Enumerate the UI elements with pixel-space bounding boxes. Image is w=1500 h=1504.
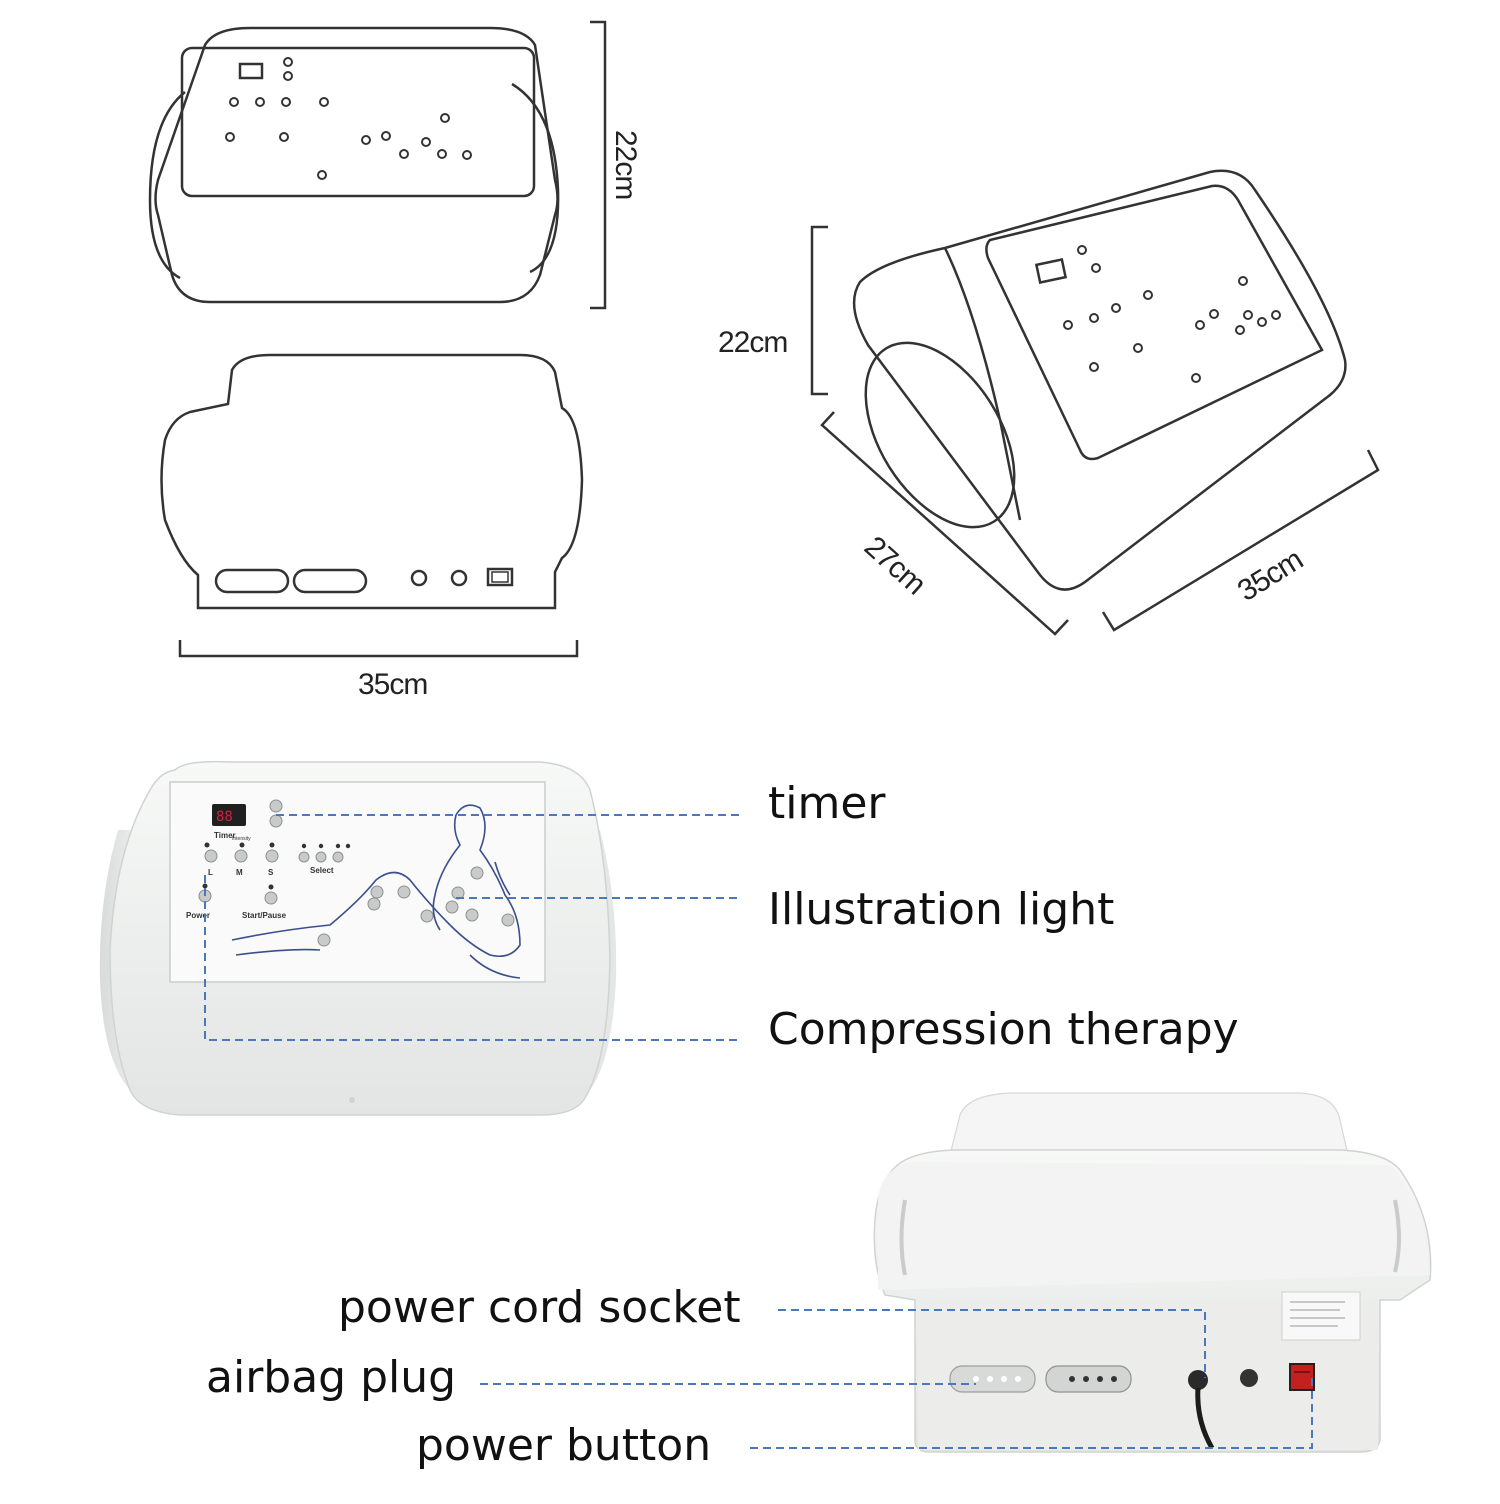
leader-power-cord-socket — [778, 1309, 1206, 1378]
front-view-drawing — [160, 353, 584, 610]
iso-view-drawing — [852, 169, 1347, 591]
front-view-knob-1 — [410, 569, 428, 587]
leader-compression-therapy — [204, 875, 742, 1041]
panel-label-l: L — [208, 868, 213, 877]
front-view-port-1 — [214, 568, 290, 594]
device-back-spec-label — [1281, 1291, 1361, 1341]
iso-depth-dimension-line — [820, 411, 1069, 636]
top-view-panel — [180, 46, 536, 198]
panel-label-m: M — [236, 868, 243, 877]
device-back-power-switch — [1289, 1363, 1315, 1391]
device-panel-buttons — [198, 799, 515, 947]
front-view-body-outline — [160, 353, 584, 610]
top-height-label: 22cm — [609, 130, 642, 200]
top-view-drawing — [148, 26, 560, 304]
panel-label-select: Select — [310, 866, 334, 875]
callout-power-cord-socket: power cord socket — [338, 1282, 741, 1333]
top-height-dimension-line — [590, 20, 607, 310]
panel-label-s: S — [268, 868, 274, 877]
callout-illustration-light: Illustration light — [768, 884, 1115, 935]
front-width-label: 35cm — [358, 668, 428, 701]
leader-power-button — [750, 1378, 1313, 1449]
svg-text:88: 88 — [216, 809, 233, 825]
device-back-upper-band — [878, 1162, 1430, 1290]
top-view-buttons — [225, 57, 472, 180]
panel-label-power: Power — [186, 911, 210, 920]
panel-label-timer: Timer — [214, 831, 236, 840]
iso-view-top-edge — [943, 247, 1022, 521]
front-photo-leaders — [204, 814, 742, 1041]
iso-view-display — [1034, 258, 1068, 284]
iso-view-body-outline — [852, 169, 1347, 591]
front-view-port-2 — [292, 568, 368, 594]
iso-view-buttons — [1063, 245, 1281, 383]
callout-power-button: power button — [416, 1420, 712, 1471]
device-panel-labels: Timer Intensity L M S Select Power Start… — [186, 831, 334, 920]
iso-width-dimension-line — [1101, 449, 1380, 632]
front-view-knob-2 — [450, 569, 468, 587]
callout-compression-therapy: Compression therapy — [768, 1004, 1239, 1055]
device-timer-display — [212, 804, 246, 826]
callout-airbag-plug: airbag plug — [206, 1352, 457, 1403]
front-width-dimension-line — [178, 640, 579, 658]
device-front-photo: 88 Timer Intensity L — [99, 760, 617, 1116]
iso-height-label: 22cm — [718, 326, 788, 359]
panel-label-start-pause: Start/Pause — [242, 911, 287, 920]
top-view-body-outline — [154, 26, 559, 304]
front-view-switch — [486, 567, 514, 587]
back-photo-leaders — [480, 1309, 1313, 1449]
callout-timer: timer — [768, 778, 886, 829]
device-back-knob — [1240, 1369, 1258, 1387]
device-panel-illustration — [231, 804, 521, 979]
device-panel-dots — [202, 842, 351, 890]
device-back-power-cord-socket — [1188, 1370, 1208, 1390]
top-view-right-handle — [511, 82, 560, 274]
top-view-display — [238, 62, 264, 80]
device-back-photo — [873, 1092, 1432, 1453]
iso-view-panel — [985, 184, 1324, 461]
iso-height-dimension-line — [810, 225, 828, 396]
device-back-top — [949, 1092, 1349, 1156]
top-view-left-handle — [148, 91, 186, 280]
panel-label-intensity: Intensity — [232, 836, 251, 842]
iso-view-opening — [864, 341, 1016, 529]
